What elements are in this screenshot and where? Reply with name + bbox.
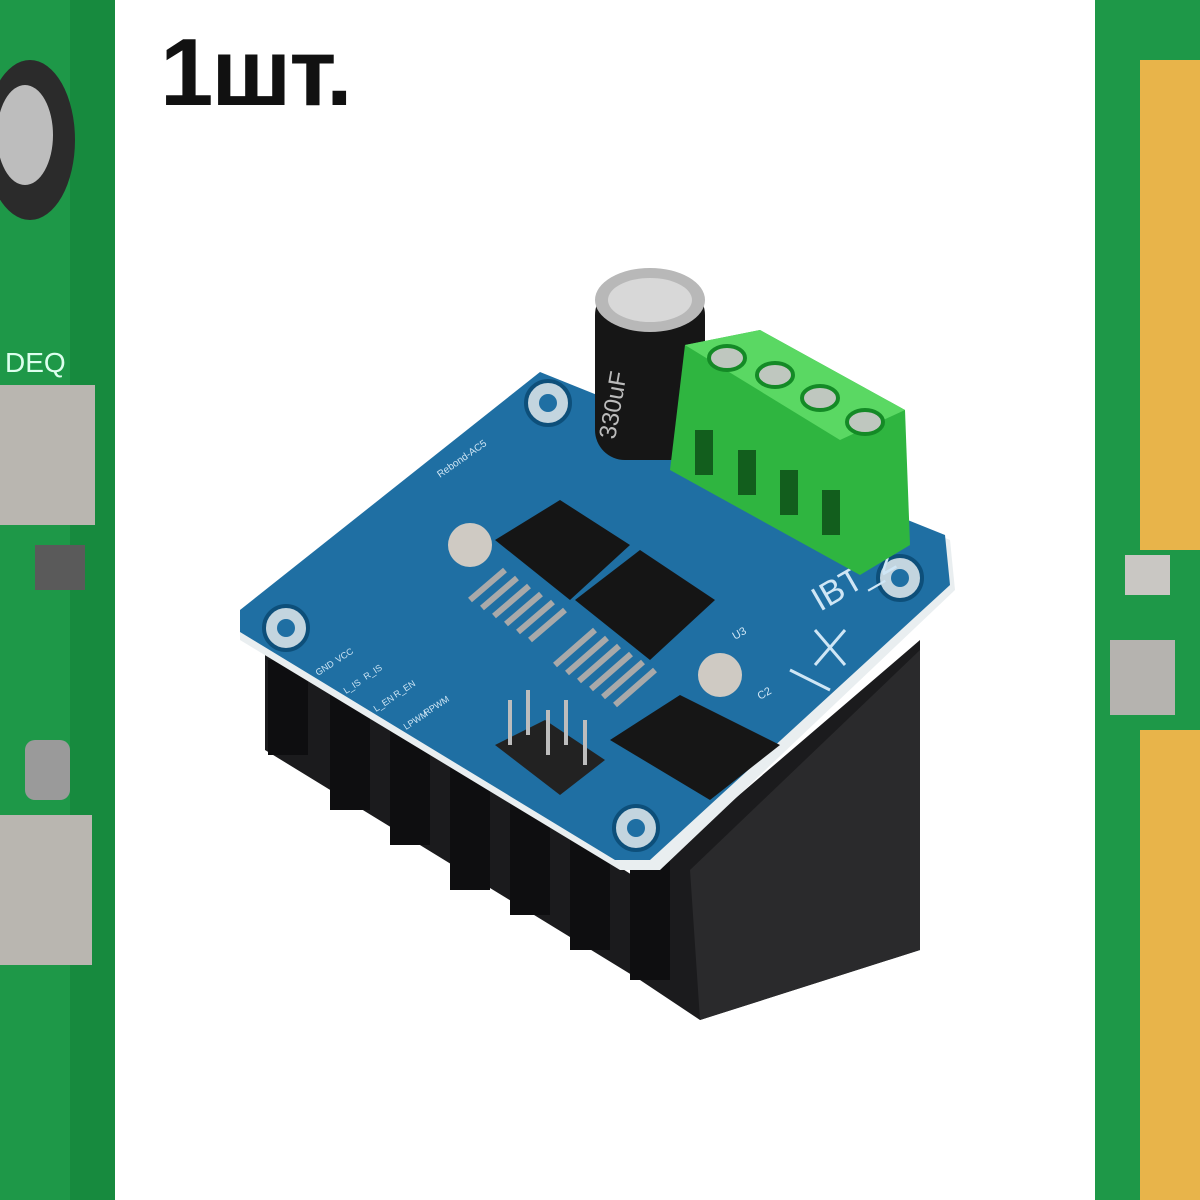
left-pcb-strip: DEQ <box>0 0 115 1200</box>
driver-chip <box>495 500 630 600</box>
quantity-label: 1шт. <box>160 19 353 126</box>
driver-chip <box>575 550 715 660</box>
heatsink <box>265 640 920 1020</box>
chip-leads <box>468 567 657 708</box>
terminal-block <box>670 330 910 575</box>
weee-icon <box>789 629 847 692</box>
svg-text:DEQ: DEQ <box>5 347 66 378</box>
right-pcb-strip <box>1095 0 1200 1200</box>
u3-chip <box>610 695 780 800</box>
screw <box>698 653 742 697</box>
screw <box>448 523 492 567</box>
header-pins <box>495 690 605 795</box>
